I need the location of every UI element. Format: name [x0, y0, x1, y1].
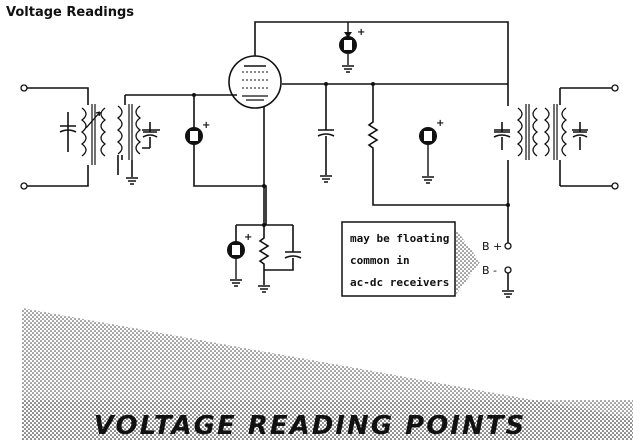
meter-plate: E +: [339, 22, 365, 73]
screen-resistor: [367, 82, 508, 206]
meter-grid-plus: +: [202, 120, 210, 131]
input-transformer: [59, 104, 107, 165]
cathode-network: [236, 223, 302, 293]
note-line-2: common in: [350, 254, 410, 267]
meter-cathode-symbol: E: [233, 247, 239, 257]
grid-wire: [193, 95, 267, 225]
meter-plate-symbol: E: [345, 42, 351, 52]
meter-screen: E +: [419, 118, 444, 184]
b-plus-label: B +: [482, 240, 502, 253]
banner-title: VOLTAGE READING POINTS: [94, 411, 526, 440]
screen-bypass-capacitor: [317, 82, 335, 183]
vacuum-tube: [228, 21, 509, 225]
meter-cathode-plus: +: [244, 232, 252, 243]
meter-cathode: E +: [227, 225, 252, 287]
header-title: Voltage Readings: [6, 5, 134, 20]
meter-screen-plus: +: [436, 118, 444, 129]
meter-screen-symbol: E: [425, 133, 431, 143]
b-plus-terminal: B +: [482, 240, 512, 253]
if-transformer-1: [116, 94, 237, 185]
meter-grid: E +: [185, 120, 210, 145]
b-minus-terminal: B -: [482, 264, 515, 298]
input-terminals: [20, 84, 89, 190]
meter-plate-plus: +: [357, 27, 365, 38]
floating-common-note: may be floating common in ac-dc receiver…: [341, 221, 480, 297]
note-line-1: may be floating: [350, 232, 449, 245]
meter-grid-symbol: E: [191, 133, 197, 143]
halftone-band: [22, 400, 633, 440]
b-minus-label: B -: [482, 264, 497, 277]
output-transformer: [493, 84, 619, 243]
note-line-3: ac-dc receivers: [350, 276, 449, 289]
